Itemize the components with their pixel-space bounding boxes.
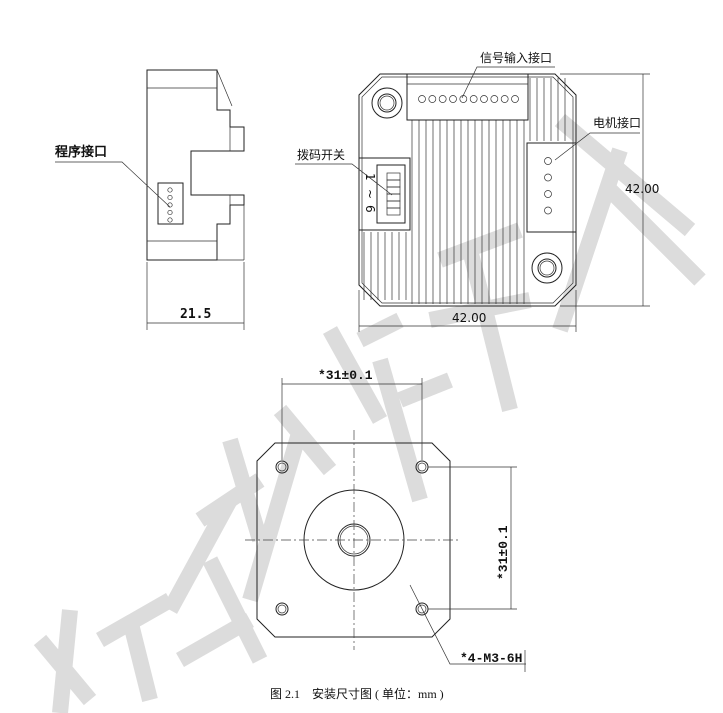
front-width-dimension: 42.00 [452,311,486,325]
dip-switch-cell [386,200,401,209]
motor-pin [544,206,552,215]
signal-input-label: 信号输入接口 [480,50,552,65]
front-height-dimension: 42.00 [625,182,659,196]
signal-pin [438,95,447,103]
program-pin [167,209,173,216]
figure-caption: 图 2.1 安装尺寸图 ( 单位：mm ) [270,686,444,701]
m3-hole [275,460,289,474]
signal-pin [490,95,499,103]
motor-pin [544,173,552,182]
signal-pin [449,95,457,103]
signal-input-connector [406,73,529,121]
front-view: 1 ~ 6 信号输入接口 电机接口 拨码开关 42.00 42.00 [295,50,659,332]
side-view: 程序接口 21.5 [55,69,245,330]
signal-pin [480,95,488,103]
signal-pin [500,95,509,103]
dip-switch-cell [386,179,401,188]
program-port [157,182,184,225]
motor-pin [544,157,552,165]
program-pin [167,217,173,223]
signal-pin [418,95,426,103]
program-pin [167,194,173,201]
dip-range-start: 1 [363,173,377,181]
dip-switch-label: 拨码开关 [297,148,345,162]
watermark [33,113,706,713]
motor-port-label: 电机接口 [593,115,641,130]
dip-switch-cell [386,172,401,181]
dip-switch [358,157,411,231]
signal-pin [459,95,468,103]
signal-pin [469,95,478,103]
horizontal-hole-spacing: *31±0.1 [318,368,373,383]
dip-switch-cell [386,193,401,202]
signal-pin [511,95,519,103]
m3-hole [275,602,289,616]
hole-spec-label: *4-M3-6H [460,651,522,666]
dip-range-end: 6 [363,205,377,213]
program-port-label: 程序接口 [55,144,107,160]
side-width-dimension: 21.5 [180,307,211,322]
vertical-hole-spacing: *31±0.1 [496,525,511,580]
motor-pin [544,190,552,198]
mounting-hole [371,87,403,119]
motor-connector [526,142,577,233]
mounting-hole [531,252,563,284]
program-pin [167,187,173,193]
dip-switch-cell [386,207,401,216]
mount-view: *31±0.1 *31±0.1 *4-M3-6H [245,368,526,672]
dip-range-sep: ~ [363,189,377,199]
signal-pin [428,95,437,103]
